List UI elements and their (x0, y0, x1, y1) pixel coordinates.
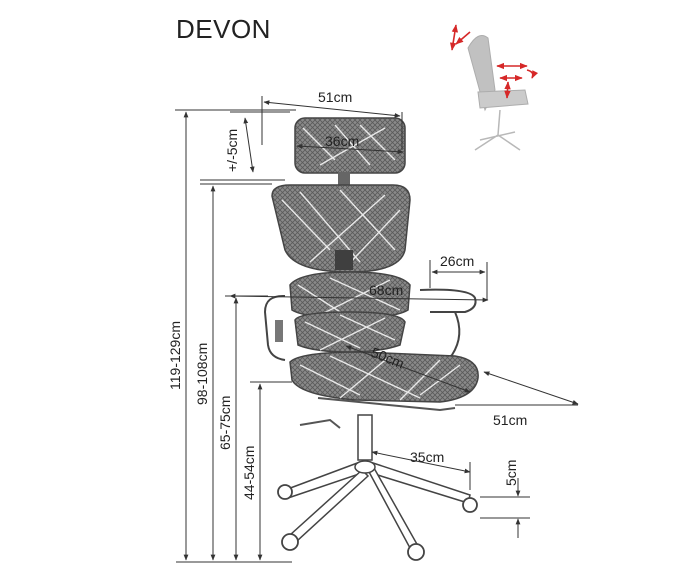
upper-backrest-mesh-lines (281, 189, 401, 269)
gas-lift (357, 414, 373, 461)
tilt-lever (299, 418, 341, 429)
dimension-lines (175, 96, 579, 563)
upper-backrest-shape (271, 184, 411, 273)
casters (277, 484, 478, 561)
label-backrest-height: 98-108cm (194, 343, 210, 405)
seat-frame (317, 397, 456, 412)
star-base (284, 460, 471, 549)
label-total-height: 119-129cm (167, 321, 183, 390)
label-wheel-height: 5cm (503, 460, 519, 486)
label-width-armrests: 68cm (369, 282, 403, 298)
label-seat-height: 44-54cm (241, 446, 257, 500)
adjustable-chair-thumbnail-icon (467, 35, 529, 151)
dimension-labels: 51cm 36cm +/-5cm 26cm 68cm 50cm 51cm 35c… (167, 89, 527, 500)
lower-backrest-shape (294, 311, 406, 353)
label-headrest-adjust: +/-5cm (224, 129, 240, 172)
headrest-post (338, 172, 350, 188)
label-headrest-inner-width: 36cm (325, 133, 359, 149)
adjustment-arrows (449, 24, 539, 99)
left-arm-post (275, 320, 283, 342)
product-title: DEVON (176, 14, 271, 44)
chair-illustration (263, 117, 479, 561)
right-armrest-pad (419, 288, 477, 313)
label-armrest-depth: 26cm (440, 253, 474, 269)
label-armrest-height: 65-75cm (217, 396, 233, 450)
lumbar-knob (335, 250, 353, 270)
label-seat-width: 51cm (493, 412, 527, 428)
lower-backrest-mesh-lines (304, 314, 396, 351)
label-base-radius: 35cm (410, 449, 444, 465)
label-headrest-width: 51cm (318, 89, 352, 105)
